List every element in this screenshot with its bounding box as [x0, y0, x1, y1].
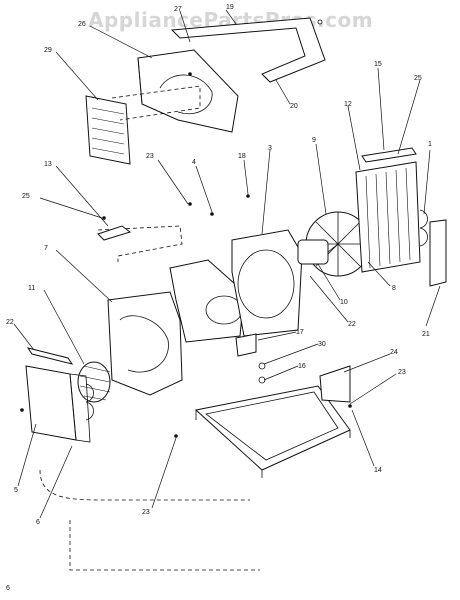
callout-15: 15: [374, 61, 382, 68]
part-blower-wheel[interactable]: [77, 361, 111, 403]
part-side-bracket[interactable]: [429, 219, 447, 287]
part-control-bracket[interactable]: [235, 333, 266, 384]
part-front-grille[interactable]: [85, 95, 131, 165]
callout-23a: 23: [146, 153, 154, 160]
callout-23c: 23: [142, 509, 150, 516]
part-evaporator-coil[interactable]: [25, 365, 94, 443]
callout-6: 6: [36, 519, 40, 526]
part-top-bracket[interactable]: [170, 17, 326, 83]
callout-25a: 25: [414, 75, 422, 82]
part-evaporator-strip[interactable]: [26, 347, 74, 365]
callout-8: 8: [392, 285, 396, 292]
callout-17: 17: [296, 329, 304, 336]
part-condenser-shroud[interactable]: [231, 229, 303, 337]
callout-29: 29: [44, 47, 52, 54]
callout-16: 16: [298, 363, 306, 370]
page-number: 6: [6, 585, 10, 592]
callout-3: 3: [268, 145, 272, 152]
part-coil-bracket[interactable]: [361, 147, 417, 163]
callout-22a: 22: [348, 321, 356, 328]
callout-23b: 23: [398, 369, 406, 376]
callout-13: 13: [44, 161, 52, 168]
callout-12: 12: [344, 101, 352, 108]
part-base-pan[interactable]: [194, 385, 351, 478]
leader-lines: [13, 9, 441, 519]
callout-labels: 19 27 26 29 20 15 25 12 1 13 23 4 18 3 9…: [6, 4, 432, 526]
callout-27: 27: [174, 6, 182, 13]
part-fan-motor[interactable]: [297, 239, 339, 265]
callout-5: 5: [14, 487, 18, 494]
callout-10: 10: [340, 299, 348, 306]
part-small-bracket[interactable]: [97, 225, 132, 241]
callout-18: 18: [238, 153, 246, 160]
screw-set: [20, 72, 352, 438]
callout-1: 1: [428, 141, 432, 148]
callout-22b: 22: [6, 319, 14, 326]
part-top-cover-panel[interactable]: [137, 49, 239, 133]
part-blower-housing[interactable]: [107, 291, 183, 396]
callout-7: 7: [44, 245, 48, 252]
callout-26: 26: [78, 21, 86, 28]
callout-9: 9: [312, 137, 316, 144]
callout-24: 24: [390, 349, 398, 356]
callout-4: 4: [192, 159, 196, 166]
part-base-bracket[interactable]: [319, 365, 351, 403]
callout-19: 19: [226, 4, 234, 11]
callout-30: 30: [318, 341, 326, 348]
callout-20: 20: [290, 103, 298, 110]
callout-21: 21: [422, 331, 430, 338]
part-condenser-coil[interactable]: [355, 161, 428, 273]
callout-25b: 25: [22, 193, 30, 200]
callout-14: 14: [374, 467, 382, 474]
callout-11: 11: [28, 285, 35, 292]
